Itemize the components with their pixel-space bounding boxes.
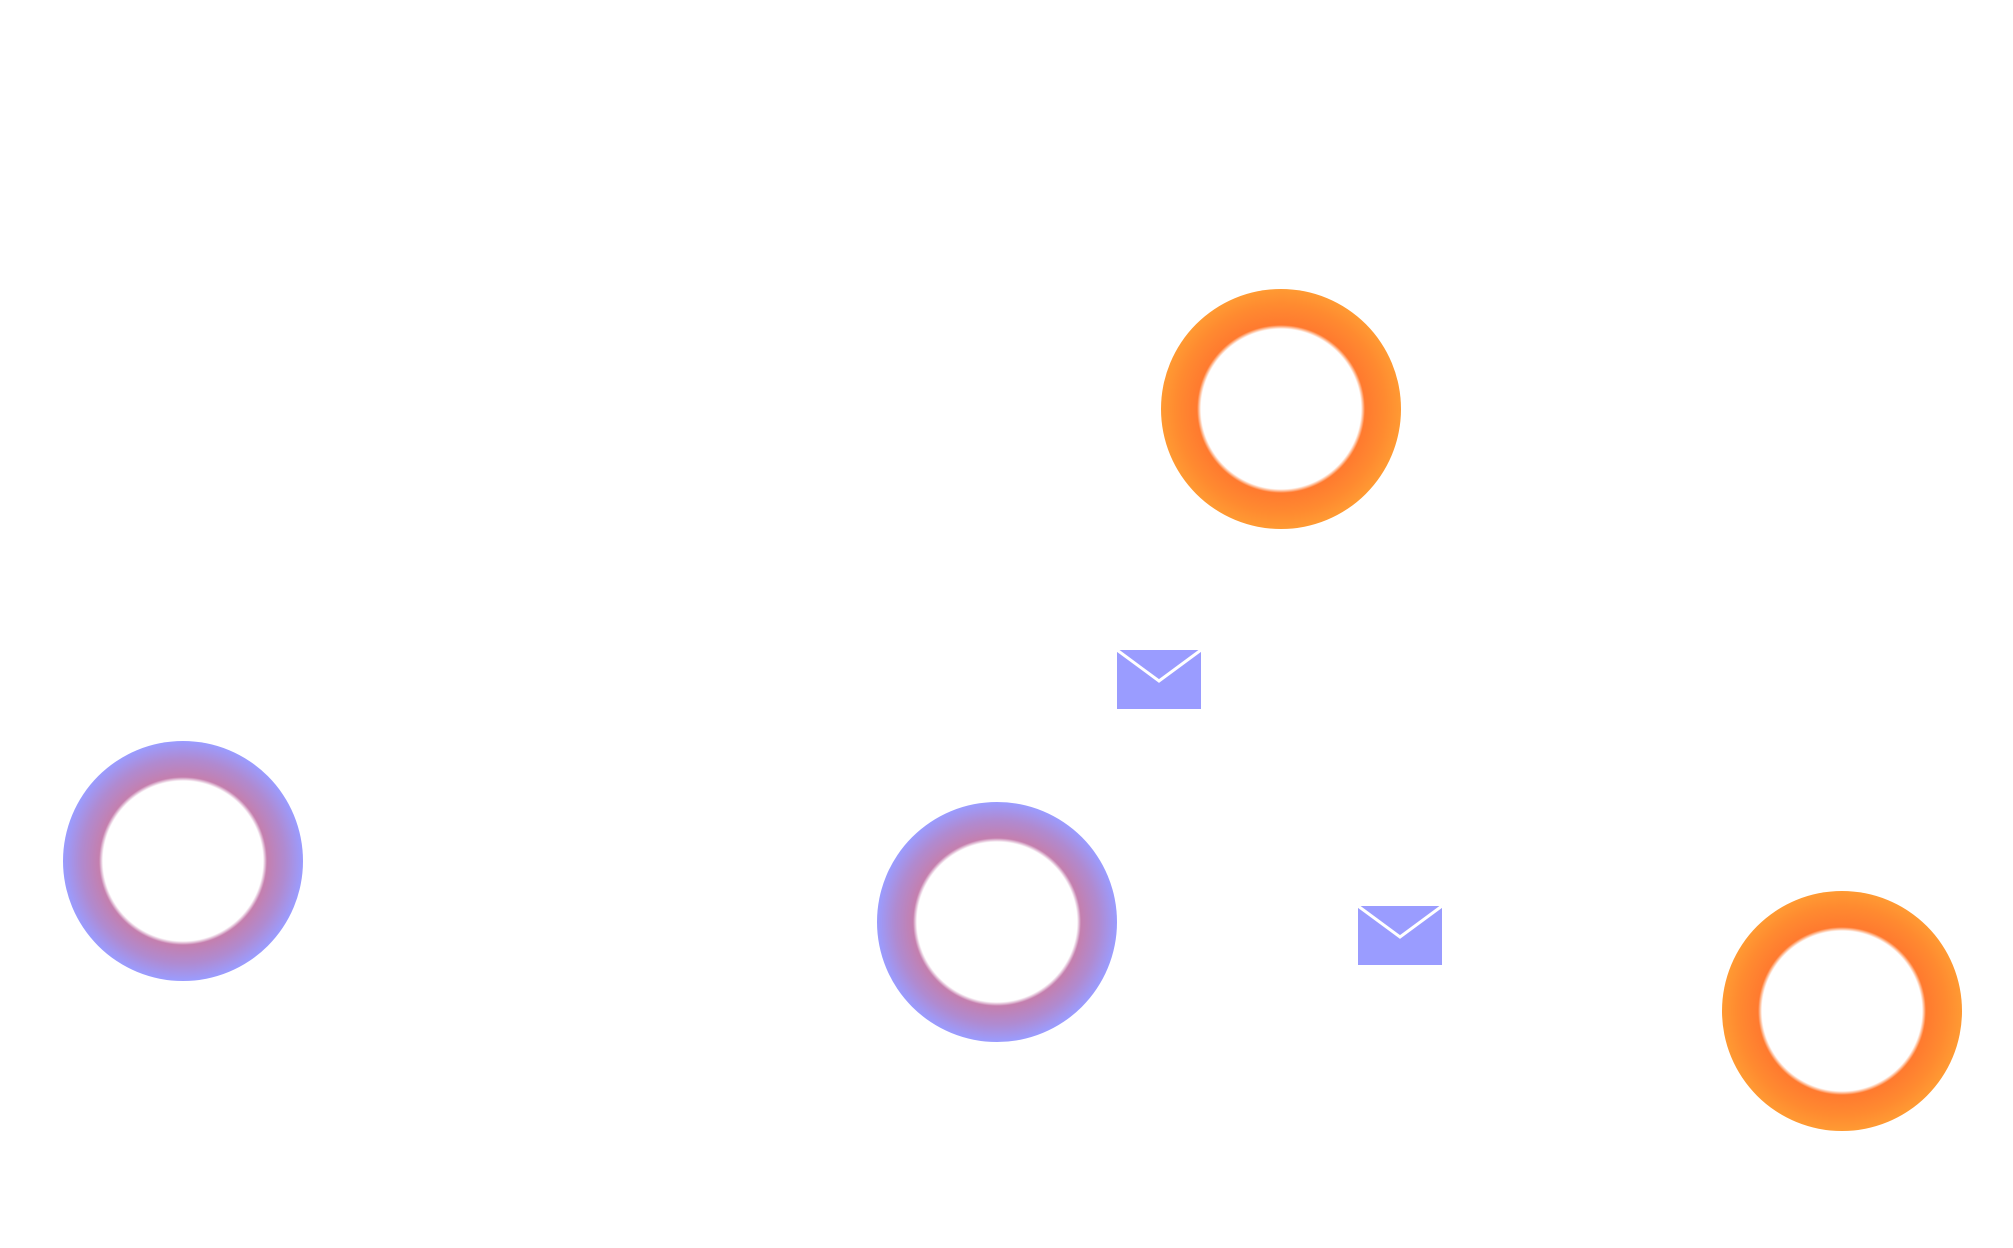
- envelope-icon: [1357, 904, 1443, 965]
- envelope-icon: [1116, 648, 1202, 709]
- orange-ring-node: [1722, 891, 1962, 1131]
- orange-ring-node: [1161, 289, 1401, 529]
- purple-ring-node: [877, 802, 1117, 1042]
- purple-ring-node: [63, 741, 303, 981]
